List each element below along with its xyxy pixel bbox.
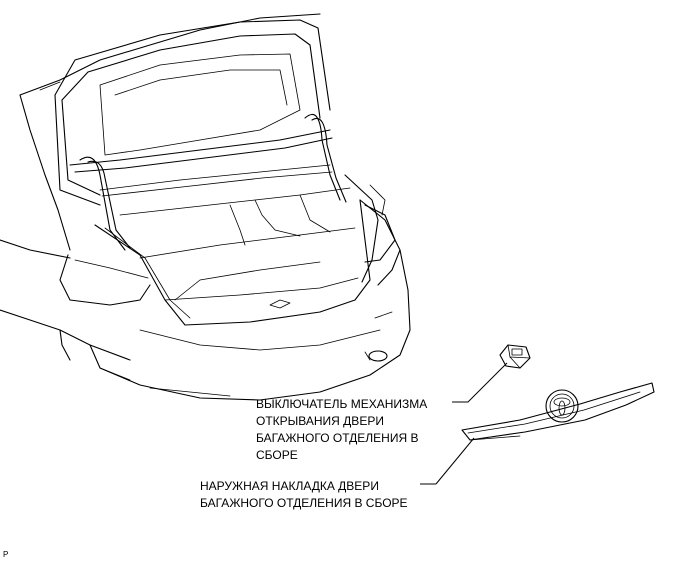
opener-switch-part	[499, 344, 531, 369]
trunk-lid	[54, 19, 347, 251]
trunk-opening	[94, 174, 386, 326]
garnish-label-line-2: БАГАЖНОГО ОТДЕЛЕНИЯ В СБОРЕ	[200, 496, 408, 510]
garnish-leader-line	[420, 437, 475, 485]
garnish-label-line-1: НАРУЖНАЯ НАКЛАДКА ДВЕРИ	[200, 479, 379, 493]
switch-assembly-label: ВЫКЛЮЧАТЕЛЬ МЕХАНИЗМА ОТКРЫВАНИЯ ДВЕРИ Б…	[256, 396, 427, 464]
switch-label-line-4: СБОРЕ	[256, 448, 298, 462]
switch-label-line-3: БАГАЖНОГО ОТДЕЛЕНИЯ В	[256, 431, 419, 445]
switch-label-line-1: ВЫКЛЮЧАТЕЛЬ МЕХАНИЗМА	[256, 397, 428, 411]
car-rear-body	[0, 13, 411, 401]
figure-code: P	[3, 550, 9, 559]
switch-leader-line	[452, 362, 508, 403]
garnish-assembly-label: НАРУЖНАЯ НАКЛАДКА ДВЕРИ БАГАЖНОГО ОТДЕЛЕ…	[200, 478, 408, 512]
garnish-panel	[461, 382, 655, 441]
switch-label-line-2: ОТКРЫВАНИЯ ДВЕРИ	[256, 414, 384, 428]
